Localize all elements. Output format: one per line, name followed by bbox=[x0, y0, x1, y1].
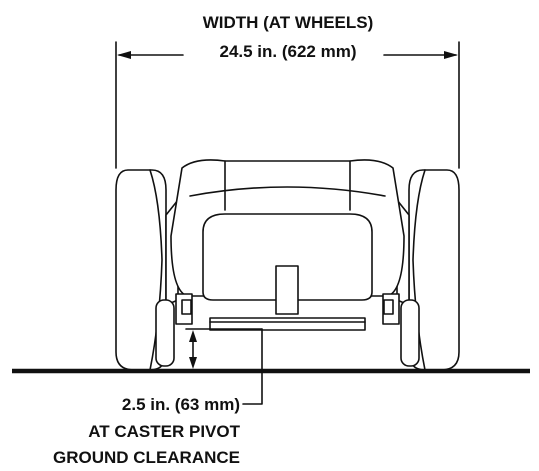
clearance-leader-line bbox=[242, 328, 263, 405]
right-caster-pivot bbox=[383, 299, 394, 315]
width-arrow-right bbox=[444, 51, 458, 59]
left-caster-pivot bbox=[181, 299, 192, 315]
clearance-arrow-up bbox=[189, 330, 197, 342]
left-caster-wheel bbox=[155, 299, 175, 367]
clearance-value: 2.5 in. (63 mm) bbox=[122, 395, 240, 414]
right-wheel-hub bbox=[412, 169, 426, 371]
clearance-caption-line-2: GROUND CLEARANCE bbox=[53, 448, 240, 467]
width-value: 24.5 in. (622 mm) bbox=[219, 42, 356, 61]
seat-back-contour bbox=[189, 186, 386, 197]
center-post bbox=[275, 265, 299, 315]
wheelchair-front-view bbox=[115, 159, 460, 371]
right-caster-wheel bbox=[400, 299, 420, 367]
width-title: WIDTH (AT WHEELS) bbox=[203, 13, 374, 32]
clearance-arrow-down bbox=[189, 357, 197, 369]
clearance-dimension bbox=[185, 328, 263, 405]
left-wheel-hub bbox=[149, 169, 163, 371]
width-dimension bbox=[115, 41, 460, 169]
clearance-caption-line-1: AT CASTER PIVOT bbox=[88, 422, 240, 441]
seat-cushion bbox=[202, 213, 373, 301]
footrest-plate bbox=[209, 317, 366, 331]
width-arrow-left bbox=[117, 51, 131, 59]
